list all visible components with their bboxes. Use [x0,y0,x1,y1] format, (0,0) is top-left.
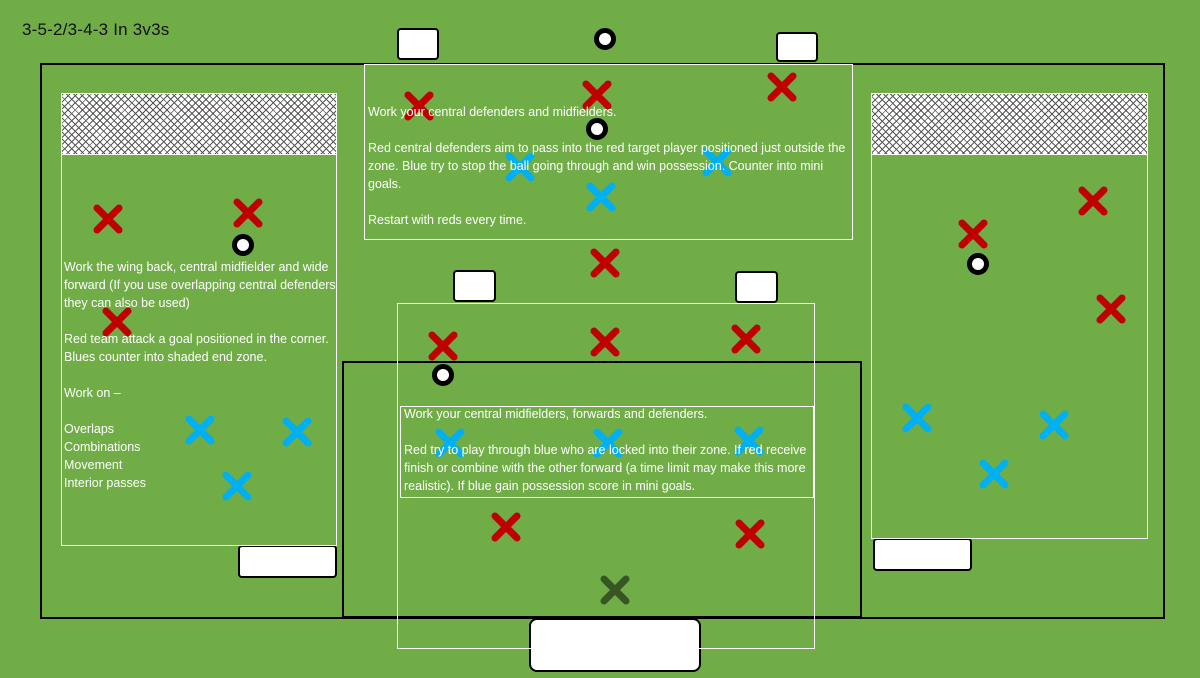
blue-player-cross-icon [700,145,734,179]
red-player-cross-icon [402,89,436,123]
page-title: 3-5-2/3-4-3 In 3v3s [22,20,170,39]
red-player-cross-icon [580,78,614,112]
blue-player-cross-icon [732,424,766,458]
red-player-cross-icon [733,517,767,551]
red-target-player-cross-icon [588,246,622,280]
goalkeeper-cross-icon [598,573,632,607]
goal-left-zone [238,545,337,578]
bottom-zone-black-outline [342,361,862,618]
goal-bottom-main [529,618,701,672]
red-player-cross-icon [588,325,622,359]
red-player-cross-icon [1076,184,1110,218]
left-shaded-end-zone [61,93,337,155]
top-zone-outline [364,64,853,240]
ball-icon [431,363,455,387]
ball-icon [585,117,609,141]
blue-player-cross-icon [280,415,314,449]
bottom-zone-description: Work your central midfielders, forwards … [404,407,807,493]
red-player-cross-icon [765,70,799,104]
right-shaded-end-zone [871,93,1148,155]
red-player-cross-icon [91,202,125,236]
left-zone-description: Work the wing back, central midfielder a… [64,260,336,490]
red-player-cross-icon [100,305,134,339]
blue-player-cross-icon [900,401,934,435]
blue-player-cross-icon [183,413,217,447]
blue-player-cross-icon [584,180,618,214]
goal-mid-left [453,270,496,302]
red-player-cross-icon [426,329,460,363]
goal-top-left [397,28,439,60]
red-player-cross-icon [231,196,265,230]
top-zone-description: Work your central defenders and midfield… [368,105,846,227]
ball-icon [231,233,255,257]
blue-player-cross-icon [977,457,1011,491]
blue-player-cross-icon [1037,408,1071,442]
bottom-text-box [400,406,814,498]
goal-top-right [776,32,818,62]
bottom-zone-outline [397,303,815,649]
ball-icon [966,252,990,276]
blue-player-cross-icon [591,426,625,460]
red-player-cross-icon [729,322,763,356]
blue-player-cross-icon [220,469,254,503]
blue-player-cross-icon [433,426,467,460]
red-player-cross-icon [489,510,523,544]
blue-player-cross-icon [503,150,537,184]
goal-right-zone [873,538,972,571]
goal-mid-right [735,271,778,303]
red-player-cross-icon [1094,292,1128,326]
red-player-cross-icon [956,217,990,251]
ball-icon [593,27,617,51]
